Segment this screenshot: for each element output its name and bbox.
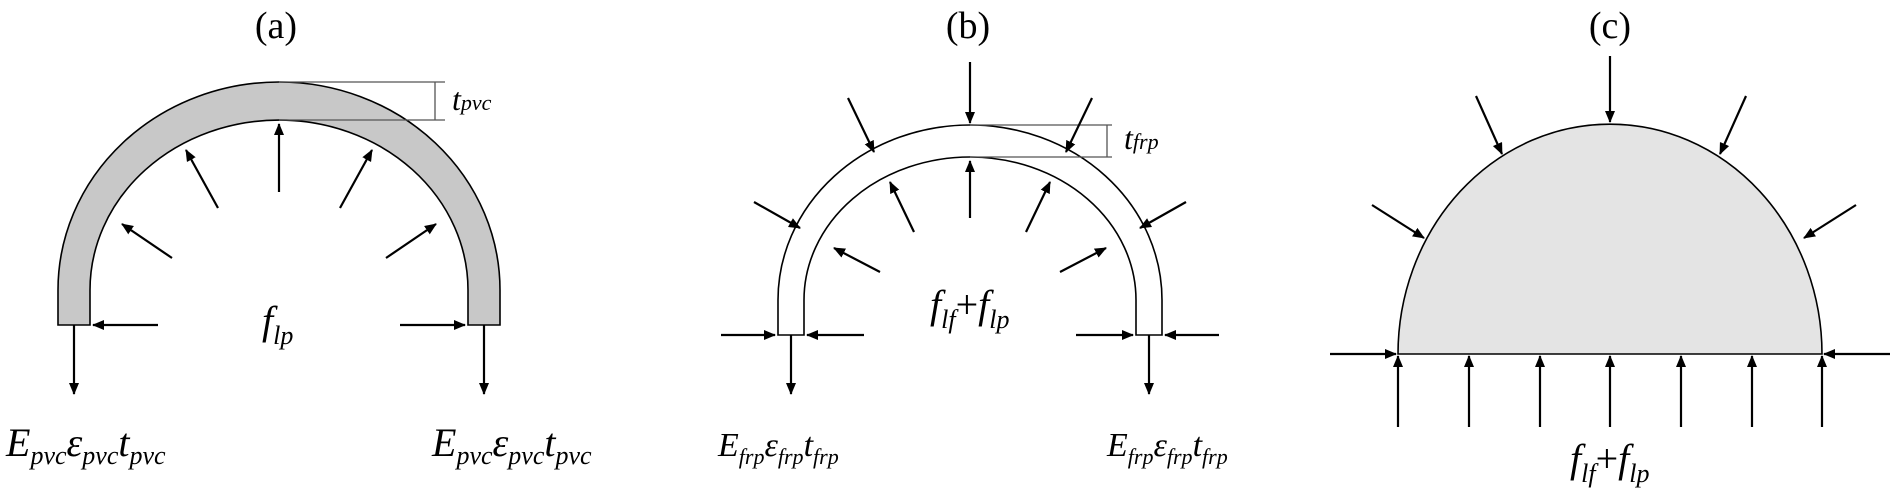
- pressure-label-flp: flp: [262, 298, 293, 350]
- pressure-arrow: [889, 181, 915, 233]
- pressure-arrow: [385, 223, 437, 259]
- pressure-arrow: [1065, 97, 1093, 153]
- pvc-thickness-label: tpvc: [452, 81, 492, 117]
- pressure-arrow: [1718, 95, 1748, 155]
- pressure-arrow: [833, 247, 881, 273]
- concrete-core-half-disc: [1397, 123, 1823, 355]
- pressure-arrow: [1025, 181, 1051, 233]
- panel-a-label: (a): [255, 5, 297, 47]
- pvc-tube-half-ring: [57, 81, 501, 326]
- hoop-force-label-right: Efrpεfrptfrp: [1106, 427, 1228, 469]
- core-bottom-arrows: [1393, 355, 1827, 427]
- panel-c: (c) flf+flp: [1330, 5, 1890, 488]
- panel-b-label: (b): [946, 5, 990, 47]
- pvc-thickness-dimension: tpvc: [279, 81, 492, 121]
- pressure-label-flf-flp: flf+flp: [1570, 436, 1650, 488]
- pvc-pressure-arrows: [92, 123, 466, 330]
- panel-a: (a) tpvc flp Epvcεpvctpvc Epvcεpvctpvc: [5, 5, 592, 470]
- pressure-label-flf-flp: flf+flp: [930, 282, 1010, 334]
- pressure-arrow: [847, 97, 875, 153]
- pressure-arrow: [185, 149, 219, 209]
- hoop-force-label-left: Efrpεfrptfrp: [717, 427, 839, 469]
- frp-thickness-dimension: tfrp: [970, 120, 1159, 158]
- frp-internal-arrows: [806, 160, 1134, 340]
- hoop-force-label-left: Epvcεpvctpvc: [5, 420, 166, 470]
- pressure-arrow: [1803, 204, 1857, 239]
- frp-external-arrows: [721, 62, 1219, 340]
- pressure-arrow: [1139, 201, 1187, 229]
- panel-b: (b) tfrp: [717, 5, 1228, 469]
- pressure-arrow: [1474, 95, 1504, 155]
- pressure-arrow: [1059, 247, 1107, 273]
- pressure-arrow: [121, 223, 173, 259]
- pressure-arrow: [753, 201, 801, 229]
- frp-jacket-half-ring: [777, 124, 1163, 336]
- pressure-arrow: [339, 149, 373, 209]
- core-external-arrows: [1330, 56, 1890, 359]
- panel-c-label: (c): [1589, 5, 1631, 47]
- frp-thickness-label: tfrp: [1124, 120, 1159, 156]
- pressure-arrow: [1371, 204, 1425, 239]
- hoop-force-label-right: Epvcεpvctpvc: [431, 420, 592, 470]
